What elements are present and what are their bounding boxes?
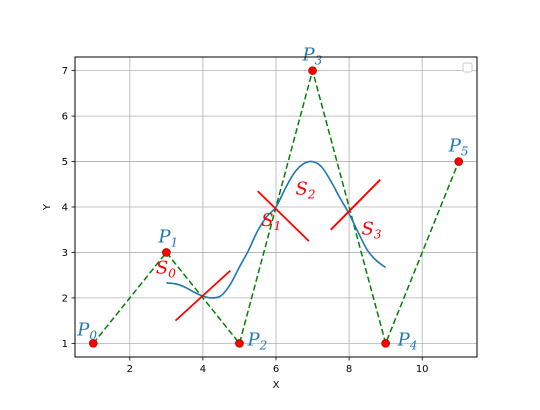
control-point-5 — [454, 157, 464, 166]
tangent-segment-3 — [330, 179, 381, 231]
y-tick-label: 7 — [62, 66, 68, 77]
point-label-4: P4 — [397, 329, 418, 352]
point-label-2: P2 — [246, 329, 267, 352]
control-point-1 — [162, 248, 171, 257]
control-points — [88, 66, 464, 348]
x-tick-label: 8 — [346, 364, 352, 375]
y-tick-label: 2 — [62, 293, 68, 304]
control-point-3 — [308, 66, 317, 75]
legend-box — [462, 62, 473, 73]
point-label-0: P0 — [76, 319, 97, 342]
point-label-1: P1 — [157, 226, 178, 249]
y-tick-label: 5 — [62, 157, 68, 168]
y-tick-label: 1 — [62, 339, 68, 350]
control-point-2 — [235, 339, 244, 348]
y-tick-label: 3 — [62, 248, 68, 259]
control-point-4 — [381, 339, 390, 348]
segment-label-0: S0 — [156, 258, 176, 281]
point-label-3: P3 — [302, 45, 323, 68]
segment-label-3: S3 — [361, 219, 381, 242]
x-tick-label: 4 — [200, 364, 206, 375]
y-axis-label: Y — [42, 203, 53, 211]
tangent-segment-0 — [174, 269, 231, 322]
x-axis-label: X — [273, 380, 280, 391]
control-point-0 — [88, 339, 98, 348]
segment-label-2: S2 — [295, 179, 315, 202]
point-label-5: P5 — [448, 136, 469, 159]
tangent-segment-1 — [257, 190, 310, 242]
tangent-segments — [174, 179, 381, 322]
x-tick-label: 6 — [273, 364, 279, 375]
segment-label-1: S1 — [261, 210, 281, 233]
y-tick-label: 6 — [62, 112, 68, 123]
x-tick-label: 2 — [127, 364, 133, 375]
x-tick-label: 10 — [416, 364, 429, 375]
y-tick-label: 4 — [62, 203, 68, 214]
